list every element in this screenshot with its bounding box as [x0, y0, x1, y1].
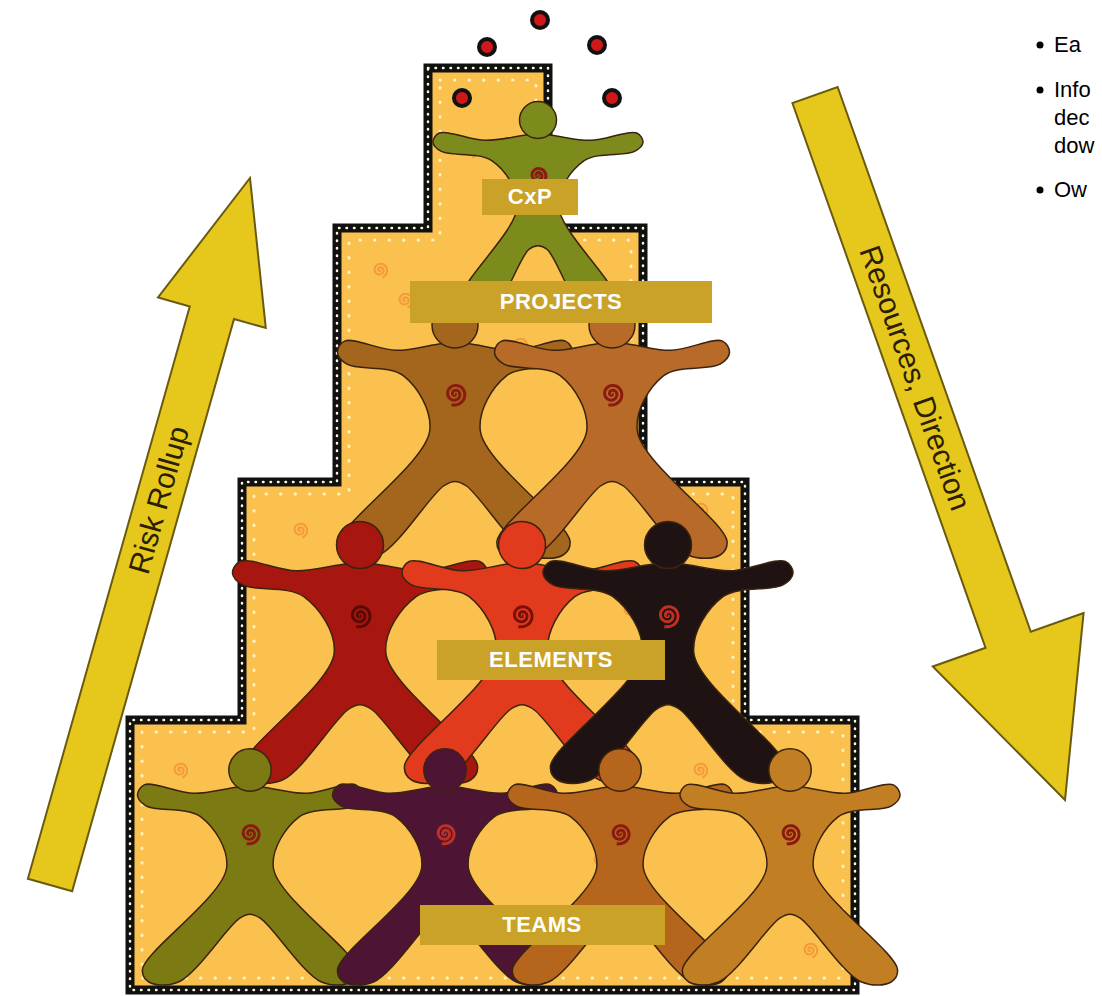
bullet-text: Info: [1054, 77, 1091, 103]
bullet-text: Ow: [1054, 177, 1087, 203]
tier-label: ELEMENTS: [489, 647, 613, 673]
figure-head: [645, 522, 692, 569]
spiral-symbol: [783, 826, 799, 844]
figure-head: [520, 102, 557, 139]
swirl-ornament: [695, 764, 708, 778]
person-figure: [680, 749, 900, 985]
arrow-layer: [28, 87, 1084, 891]
spiral-symbol: [660, 607, 678, 627]
figure-layer: [137, 102, 900, 986]
juggling-balls: [454, 12, 620, 106]
figure-head: [337, 522, 384, 569]
arrow-label: Risk Rollup: [122, 422, 196, 577]
arrow-label: Resources, Direction: [853, 241, 978, 515]
tier-label: PROJECTS: [500, 289, 623, 315]
bullet-layer: [1037, 42, 1044, 194]
spiral-symbol: [352, 607, 370, 627]
person-figure: [137, 749, 362, 985]
tier-label-box: CxP: [482, 179, 578, 215]
spiral-symbol: [448, 385, 465, 405]
spiral-symbol: [514, 607, 532, 627]
juggling-ball: [589, 37, 605, 53]
juggling-ball: [604, 90, 620, 106]
swirl-ornament: [375, 264, 388, 278]
tier-label-box: ELEMENTS: [437, 640, 665, 680]
swirl-ornament: [295, 524, 308, 538]
person-figure: [433, 102, 643, 308]
figure-head: [499, 522, 546, 569]
direction-arrow: [792, 87, 1083, 800]
bullet-dot: [1037, 187, 1044, 194]
spiral-symbol: [613, 826, 629, 844]
swirl-ornament: [175, 764, 188, 778]
bullet-text: Ea: [1054, 32, 1081, 58]
swirl-ornament: [805, 944, 818, 958]
figure-body: [137, 784, 362, 985]
juggling-ball: [532, 12, 548, 28]
spiral-symbol: [243, 826, 259, 844]
spiral-symbol: [605, 385, 622, 405]
juggling-ball: [479, 39, 495, 55]
bullet-text: dow: [1054, 133, 1094, 159]
pyramid-outline: [130, 68, 855, 990]
tier-label: TEAMS: [502, 912, 582, 938]
figure-head: [599, 749, 641, 791]
person-figure: [494, 302, 729, 558]
bullet-dot: [1037, 42, 1044, 49]
juggling-ball: [454, 90, 470, 106]
bullet-text: dec: [1054, 105, 1089, 131]
tier-label-box: TEAMS: [420, 905, 665, 945]
figure-head: [769, 749, 811, 791]
tier-label-box: PROJECTS: [410, 281, 712, 323]
pyramid-inner-dots: [142, 80, 843, 978]
bullet-dot: [1037, 87, 1044, 94]
pyramid-dotted-trim: [130, 68, 855, 990]
spiral-symbol: [438, 826, 454, 844]
figure-body: [680, 784, 900, 985]
figure-head: [424, 749, 466, 791]
tier-label: CxP: [508, 184, 552, 210]
figure-head: [229, 749, 271, 791]
